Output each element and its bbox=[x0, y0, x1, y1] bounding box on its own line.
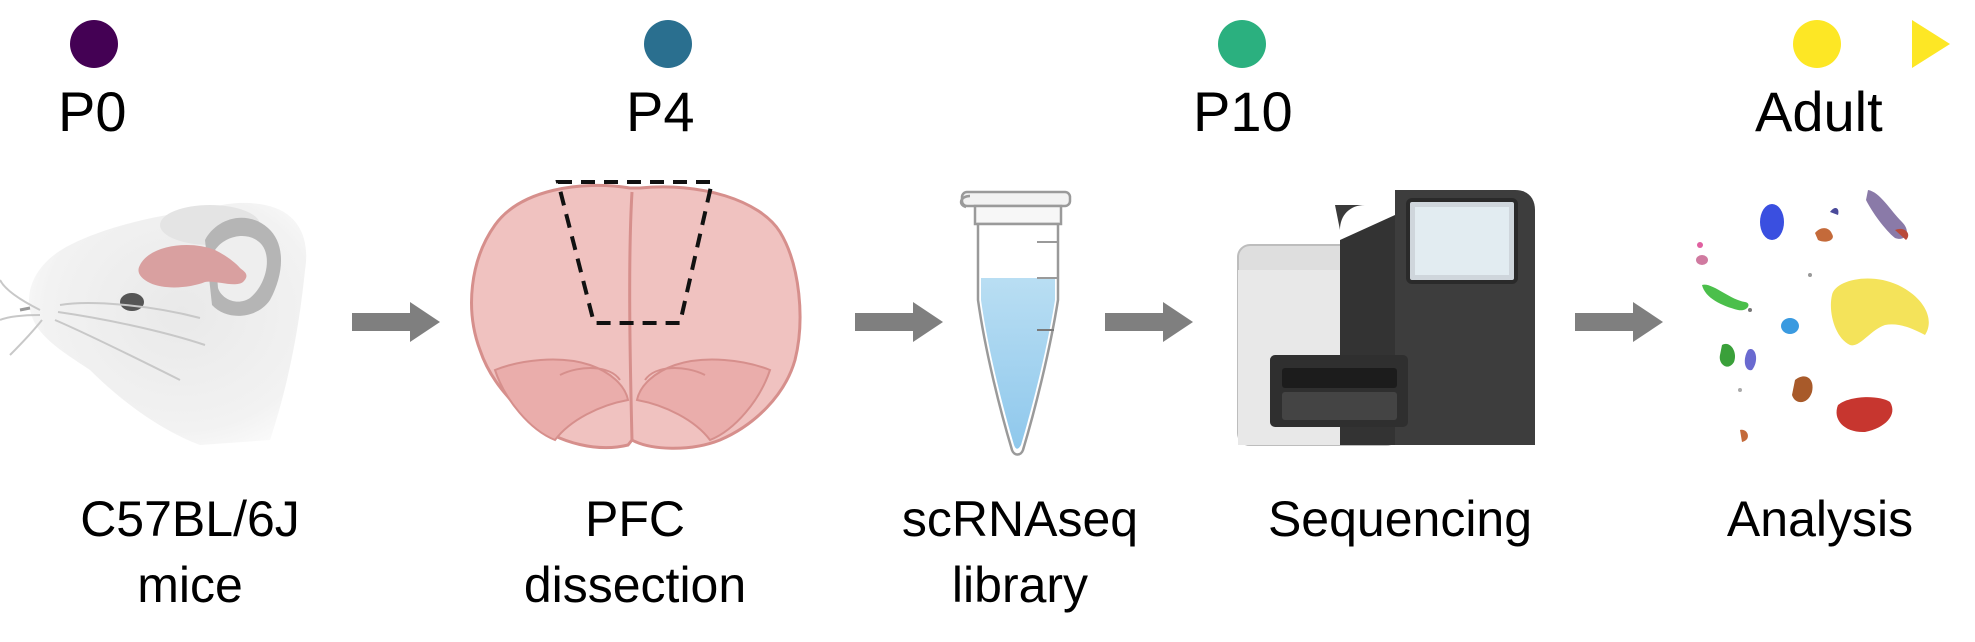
step-label-dissection: PFC dissection bbox=[500, 486, 770, 618]
arrow-4 bbox=[1575, 302, 1663, 342]
step-label-line1: scRNAseq bbox=[901, 491, 1139, 547]
timepoint-label-p10: P10 bbox=[1193, 80, 1293, 143]
arrow-2 bbox=[855, 302, 943, 342]
step-label-line1: Analysis bbox=[1726, 491, 1914, 547]
step-label-sequencing: Sequencing bbox=[1235, 486, 1565, 552]
umap-icon bbox=[1696, 190, 1929, 442]
umap-cluster-green bbox=[1702, 284, 1749, 311]
timeline bbox=[30, 20, 1950, 68]
step-label-line1: PFC bbox=[585, 491, 685, 547]
timepoint-dot-adult bbox=[1793, 20, 1841, 68]
arrow-1 bbox=[352, 302, 440, 342]
timepoint-dot-p0 bbox=[70, 20, 118, 68]
step-label-mice: C57BL/6J mice bbox=[60, 486, 320, 618]
mouse-icon bbox=[0, 202, 307, 445]
timepoint-label-p0: P0 bbox=[58, 80, 127, 143]
step-label-line2: mice bbox=[137, 557, 243, 613]
umap-cluster-yellow bbox=[1830, 278, 1929, 346]
step-label-line2: library bbox=[951, 557, 1089, 613]
umap-cluster-brown bbox=[1815, 228, 1833, 242]
step-label-library: scRNAseq library bbox=[880, 486, 1160, 618]
brain-section-icon bbox=[470, 180, 802, 450]
arrow-3 bbox=[1105, 302, 1193, 342]
umap-cluster-red bbox=[1836, 397, 1893, 433]
step-label-line1: C57BL/6J bbox=[80, 491, 300, 547]
sequencer-icon bbox=[1237, 190, 1535, 446]
timepoint-dot-p10 bbox=[1218, 20, 1266, 68]
umap-cluster-blue bbox=[1760, 204, 1784, 240]
timepoint-label-adult: Adult bbox=[1755, 80, 1883, 143]
tube-icon bbox=[959, 190, 1072, 456]
dissection-outline bbox=[555, 180, 715, 325]
timepoint-dot-p4 bbox=[644, 20, 692, 68]
timepoint-label-p4: P4 bbox=[626, 80, 695, 143]
timeline-arrowhead bbox=[1912, 20, 1950, 68]
arrows bbox=[352, 302, 1663, 342]
step-label-line2: dissection bbox=[523, 557, 747, 613]
step-label-line1: Sequencing bbox=[1267, 491, 1533, 547]
step-label-analysis: Analysis bbox=[1700, 486, 1940, 552]
